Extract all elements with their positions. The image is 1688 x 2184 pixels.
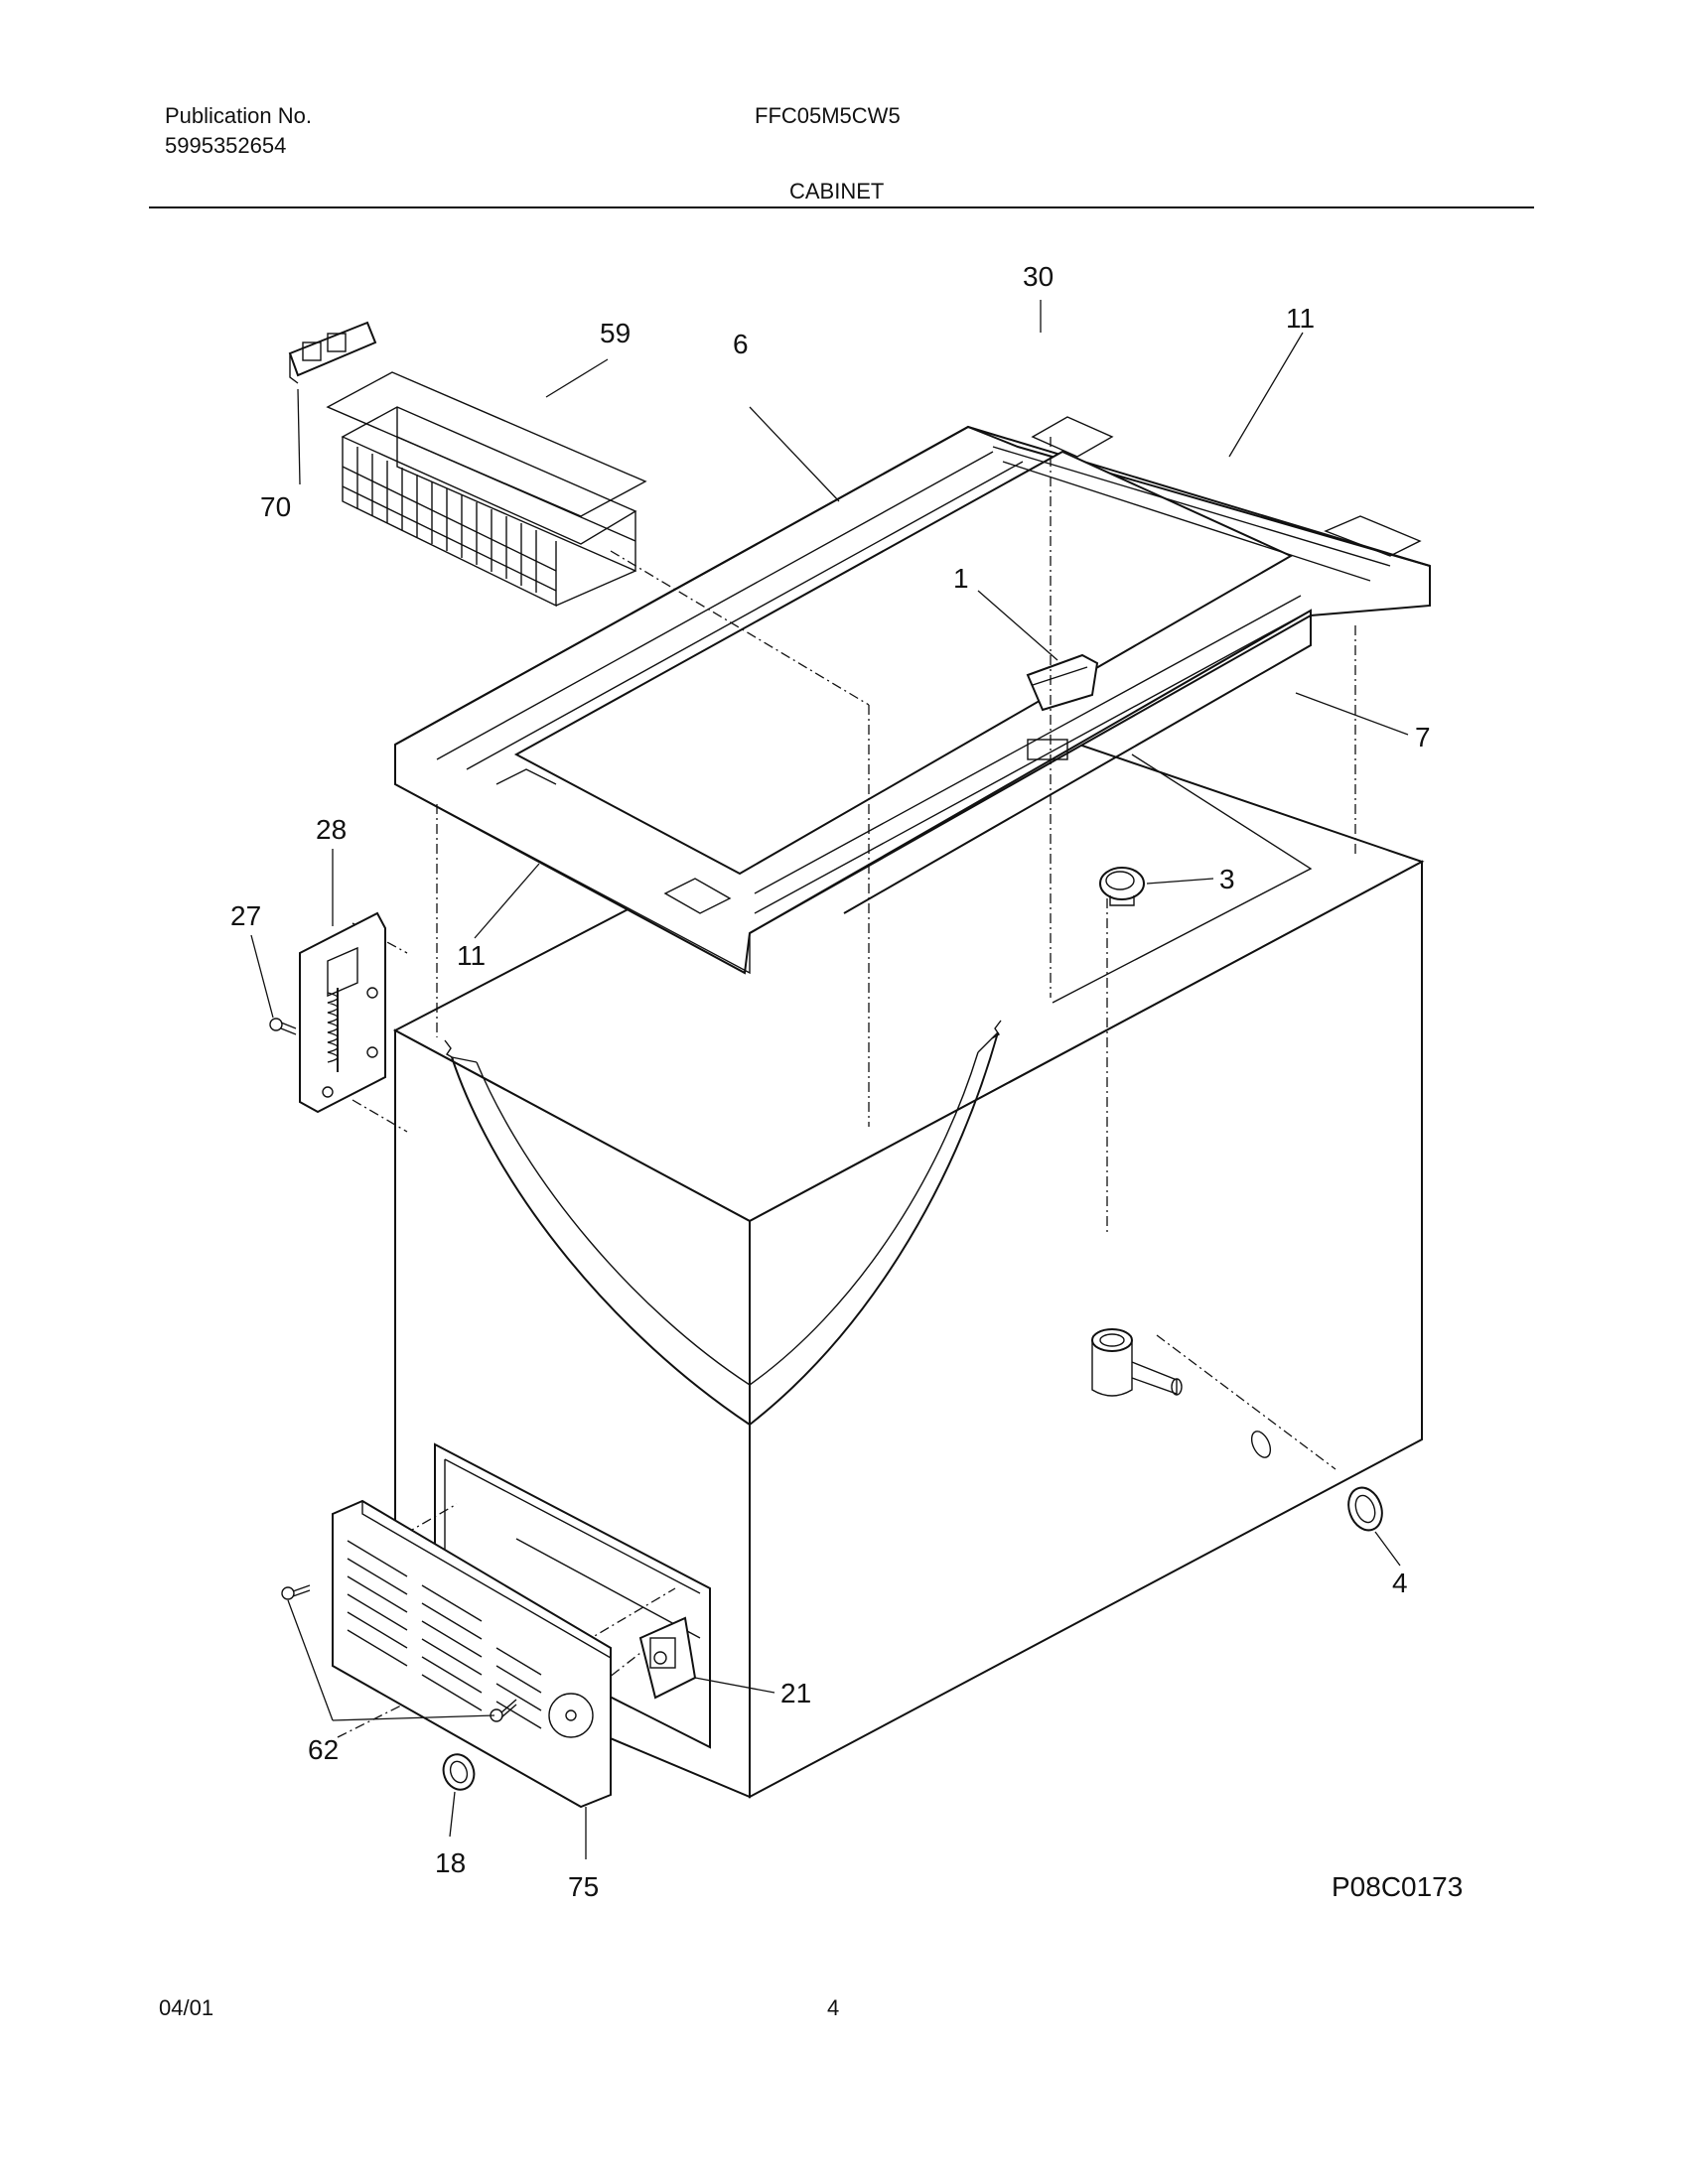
drawing-id: P08C0173: [1332, 1871, 1463, 1902]
footer-date: 04/01: [159, 1995, 214, 2020]
callout-18: 18: [435, 1847, 466, 1878]
callout-30: 30: [1023, 261, 1054, 292]
drain-plug-top: [1099, 867, 1145, 906]
grille-plug: [442, 1753, 476, 1791]
leader-lines: [250, 300, 1409, 1859]
callout-21: 21: [780, 1678, 811, 1708]
drain-tube: [1091, 1328, 1183, 1397]
grille: [332, 1499, 612, 1809]
callout-27: 27: [230, 900, 261, 931]
callout-28: 28: [316, 814, 347, 845]
drain-ring: [1250, 1431, 1272, 1458]
hinge-screw: [269, 1018, 297, 1035]
callout-7: 7: [1415, 722, 1431, 752]
callout-11-left: 11: [457, 940, 486, 971]
callouts: 30 59 6 11 70 1 7 28 27 11 3 4 21 62 18 …: [230, 261, 1463, 1902]
callout-4: 4: [1392, 1568, 1408, 1598]
callout-1: 1: [953, 563, 969, 594]
publication-label: Publication No.: [165, 103, 312, 128]
publication-number: 5995352654: [165, 133, 287, 158]
callout-70: 70: [260, 491, 291, 522]
callout-62: 62: [308, 1734, 339, 1765]
grille-louvers: [347, 1540, 542, 1729]
callout-11-top: 11: [1286, 303, 1315, 334]
basket: [326, 371, 647, 608]
basket-divider: [288, 321, 377, 384]
grille-knob: [548, 1693, 594, 1738]
header-rule: [149, 206, 1534, 208]
callout-3: 3: [1219, 864, 1235, 894]
drain-plug-outer: [1347, 1486, 1383, 1532]
callout-75: 75: [568, 1871, 599, 1902]
breaker-frame: [394, 416, 1431, 975]
callout-59: 59: [600, 318, 631, 348]
model-number: FFC05M5CW5: [755, 103, 901, 128]
callout-6: 6: [733, 329, 749, 359]
hinge: [299, 911, 386, 1114]
section-title: CABINET: [789, 179, 885, 204]
footer-page-number: 4: [827, 1995, 840, 2020]
